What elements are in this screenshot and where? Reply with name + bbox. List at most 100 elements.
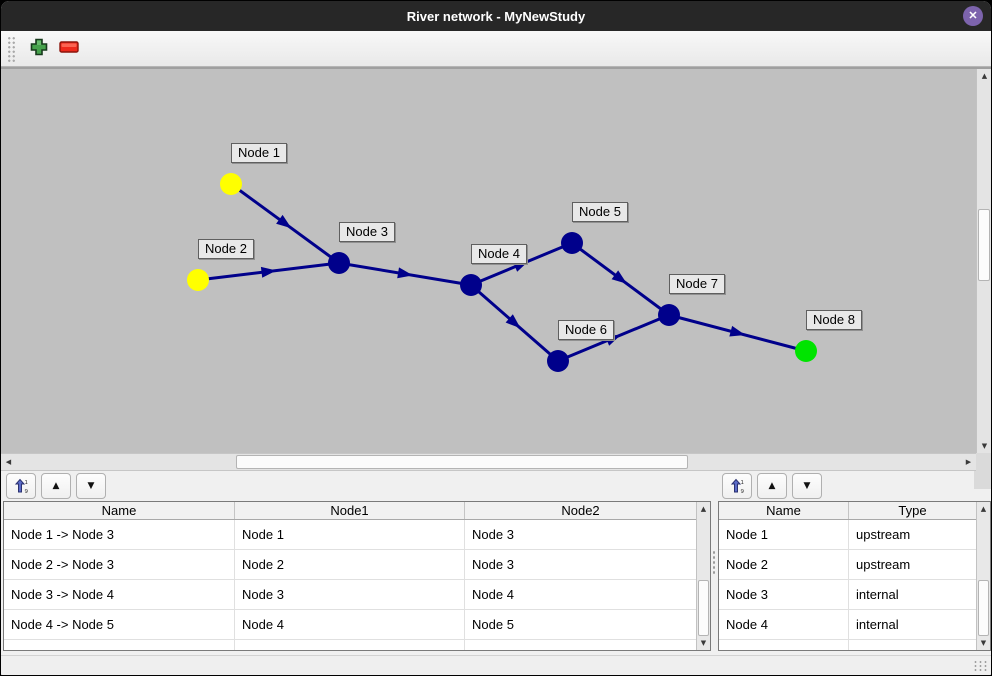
- table-cell: upstream: [856, 557, 911, 572]
- table-row[interactable]: [719, 640, 976, 650]
- table-cell: [465, 640, 696, 650]
- column-header-type[interactable]: Type: [898, 503, 927, 518]
- flow-direction-arrow-icon: [276, 214, 292, 229]
- node-label: Node 6: [558, 320, 614, 340]
- table-row[interactable]: [4, 640, 696, 650]
- scroll-up-icon[interactable]: ▲: [981, 72, 988, 80]
- table-cell: Node 4: [235, 610, 465, 639]
- horizontal-scrollbar-thumb[interactable]: [236, 455, 688, 469]
- canvas-horizontal-scrollbar[interactable]: ◀ ▶: [1, 453, 976, 471]
- sort-ascending-icon: 1 9: [14, 478, 29, 494]
- plus-icon: [29, 37, 49, 60]
- branches-toolbar: 1 9 ▲ ▼: [1, 471, 711, 501]
- flow-direction-arrow-icon: [505, 314, 521, 329]
- table-cell: Node 1: [235, 520, 465, 549]
- move-up-button[interactable]: ▲: [41, 473, 71, 499]
- flow-direction-arrow-icon: [260, 266, 277, 278]
- toolbar-grip-handle[interactable]: [7, 35, 16, 62]
- network-node[interactable]: [547, 350, 569, 372]
- scroll-up-icon[interactable]: ▲: [700, 505, 707, 513]
- add-branch-button[interactable]: [24, 35, 54, 63]
- table-cell: Node 1 -> Node 3: [4, 520, 235, 549]
- node-label: Node 2: [198, 239, 254, 259]
- flow-direction-arrow-icon: [611, 270, 627, 284]
- table-cell: Node 3: [472, 557, 514, 572]
- network-node[interactable]: [658, 304, 680, 326]
- node-label: Node 3: [339, 222, 395, 242]
- table-cell: [4, 640, 235, 650]
- table-cell: [719, 640, 849, 650]
- splitter-grip-icon: [712, 550, 716, 576]
- scroll-down-icon[interactable]: ▼: [980, 639, 987, 647]
- move-down-button[interactable]: ▼: [76, 473, 106, 499]
- down-arrow-icon: ▼: [803, 481, 811, 491]
- scroll-down-icon[interactable]: ▼: [981, 442, 988, 450]
- close-button[interactable]: ✕: [963, 6, 983, 26]
- node-label: Node 7: [669, 274, 725, 294]
- branches-table-scrollbar[interactable]: ▲ ▼: [696, 502, 710, 650]
- up-arrow-icon: ▲: [52, 481, 60, 491]
- svg-text:9: 9: [741, 489, 745, 494]
- table-cell: Node 4 -> Node 5: [4, 610, 235, 639]
- tables-area: 1 9 ▲ ▼ Name Node1 Node2 Node 1 -> Node …: [1, 471, 991, 655]
- scroll-left-icon[interactable]: ◀: [5, 458, 12, 466]
- move-up-button[interactable]: ▲: [757, 473, 787, 499]
- table-cell: Node 2: [235, 550, 465, 579]
- network-node[interactable]: [795, 340, 817, 362]
- vertical-scrollbar-thumb[interactable]: [978, 580, 989, 636]
- svg-text:9: 9: [25, 489, 29, 494]
- network-node[interactable]: [328, 252, 350, 274]
- statusbar: [1, 655, 991, 675]
- scroll-right-icon[interactable]: ▶: [965, 458, 972, 466]
- sort-button[interactable]: 1 9: [722, 473, 752, 499]
- sort-button[interactable]: 1 9: [6, 473, 36, 499]
- network-node[interactable]: [460, 274, 482, 296]
- scroll-up-icon[interactable]: ▲: [980, 505, 987, 513]
- table-cell: Node 4: [472, 587, 514, 602]
- pane-splitter[interactable]: [711, 471, 717, 655]
- scrollbar-corner: [974, 471, 991, 489]
- table-cell: Node 3: [235, 580, 465, 609]
- node-label: Node 4: [471, 244, 527, 264]
- network-node[interactable]: [220, 173, 242, 195]
- titlebar: River network - MyNewStudy ✕: [1, 1, 991, 31]
- network-node[interactable]: [561, 232, 583, 254]
- network-node[interactable]: [187, 269, 209, 291]
- resize-grip-icon[interactable]: [973, 660, 987, 672]
- column-header-name[interactable]: Name: [4, 502, 235, 519]
- down-arrow-icon: ▼: [87, 481, 95, 491]
- column-header-node2[interactable]: Node2: [561, 503, 600, 518]
- flow-direction-arrow-icon: [729, 325, 746, 337]
- canvas-vertical-scrollbar[interactable]: ▲ ▼: [976, 69, 991, 453]
- column-header-node1[interactable]: Node1: [235, 502, 465, 519]
- table-cell: [235, 640, 465, 650]
- remove-branch-button[interactable]: [54, 35, 84, 63]
- table-cell: Node 3 -> Node 4: [4, 580, 235, 609]
- move-down-button[interactable]: ▼: [792, 473, 822, 499]
- scroll-down-icon[interactable]: ▼: [700, 639, 707, 647]
- nodes-table-scrollbar[interactable]: ▲ ▼: [976, 502, 990, 650]
- nodes-table-header: Name Type: [719, 502, 976, 520]
- node-label: Node 5: [572, 202, 628, 222]
- vertical-scrollbar-thumb[interactable]: [698, 580, 709, 636]
- table-cell: upstream: [856, 527, 911, 542]
- branches-pane: 1 9 ▲ ▼ Name Node1 Node2 Node 1 -> Node …: [1, 471, 711, 655]
- column-header-name[interactable]: Name: [719, 502, 849, 519]
- vertical-scrollbar-thumb[interactable]: [978, 209, 990, 281]
- table-cell: internal: [856, 617, 899, 632]
- flow-direction-arrow-icon: [397, 267, 413, 279]
- table-cell: Node 5: [472, 617, 514, 632]
